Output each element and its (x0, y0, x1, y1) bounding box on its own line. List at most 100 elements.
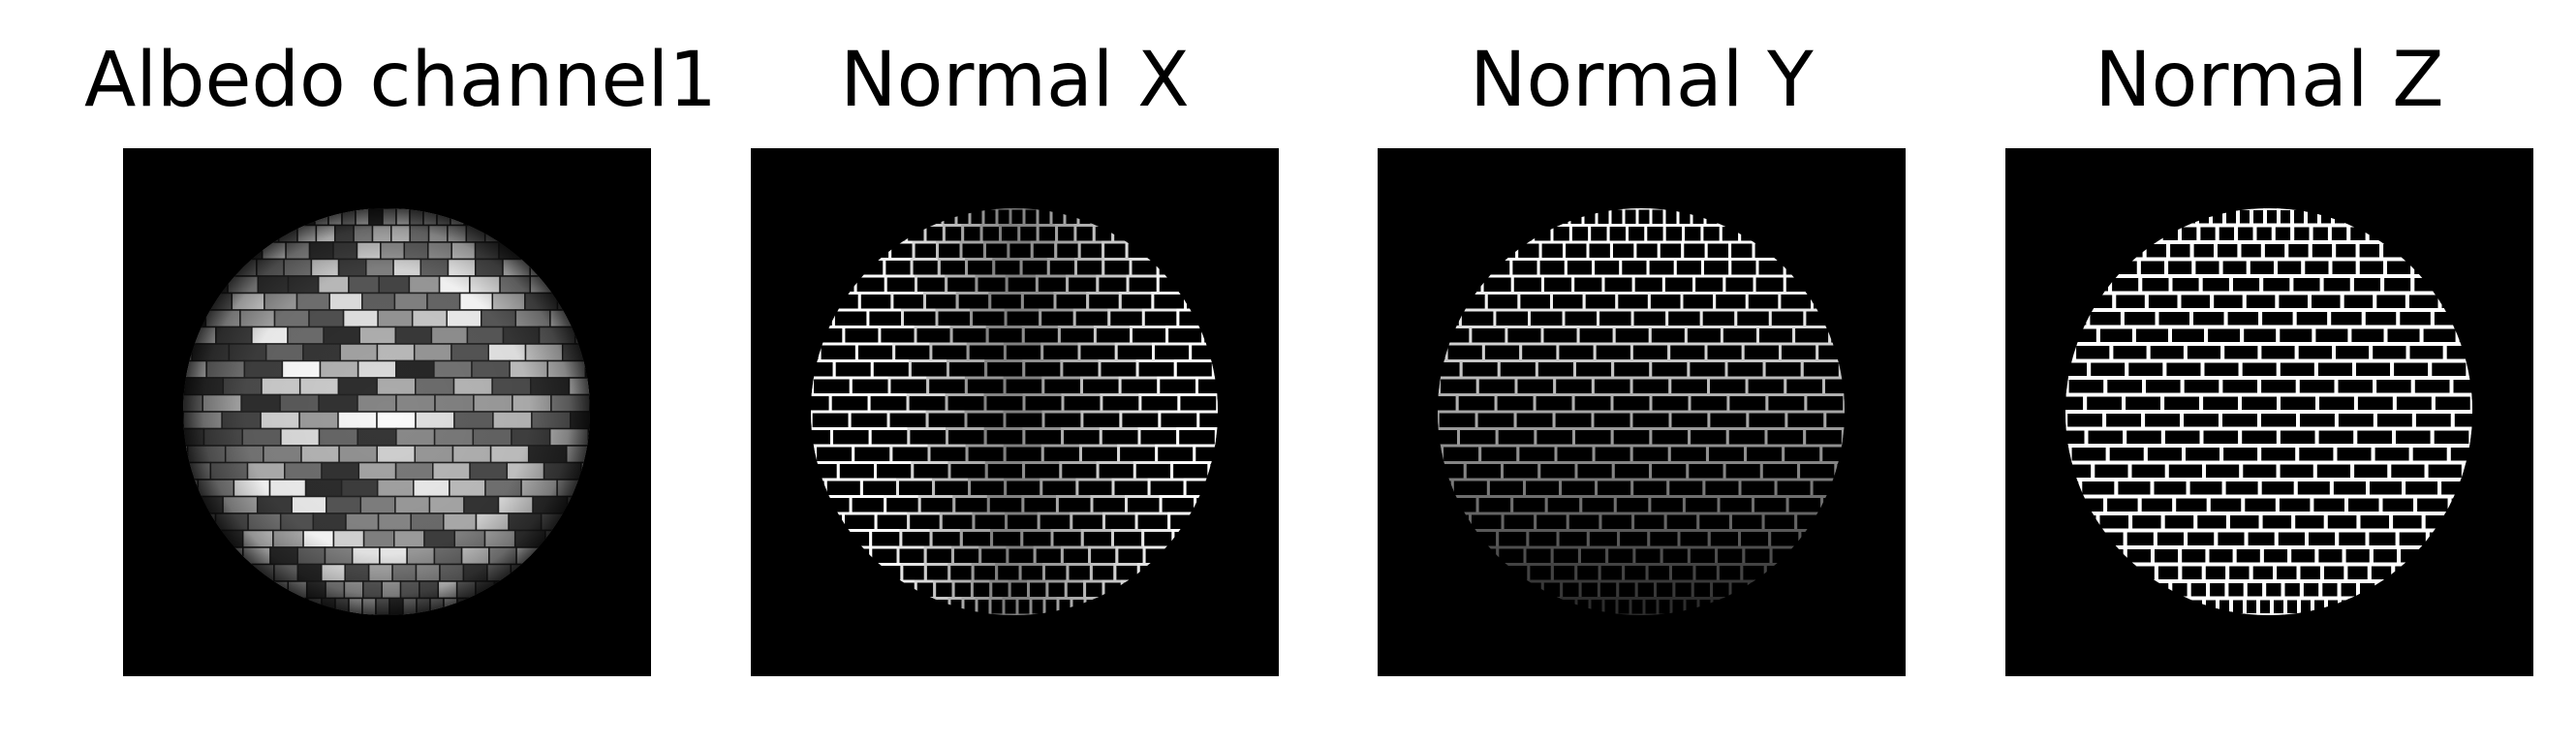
brick (2384, 223, 2407, 244)
brick (1740, 563, 1767, 583)
brick (1438, 292, 1456, 312)
brick (968, 208, 985, 227)
brick (2293, 478, 2334, 499)
brick (1866, 327, 1902, 345)
brick (1117, 444, 1159, 464)
brick (961, 597, 978, 615)
brick (1616, 579, 1638, 600)
brick (936, 240, 963, 261)
brick (2367, 562, 2396, 583)
brick (589, 292, 590, 311)
brick (2310, 494, 2348, 515)
brick (2178, 223, 2201, 244)
brick (1629, 376, 1672, 396)
brick (2072, 342, 2114, 363)
brick (2276, 325, 2316, 346)
brick (1201, 326, 1218, 346)
brick (2065, 274, 2082, 295)
brick (2168, 325, 2209, 346)
brick (1752, 495, 1789, 515)
brick (1046, 258, 1077, 278)
brick (1151, 292, 1187, 312)
brick (971, 563, 999, 583)
brick (2494, 327, 2529, 345)
brick (941, 208, 958, 227)
brick (753, 395, 791, 413)
brick (1070, 597, 1087, 615)
brick (2084, 426, 2127, 448)
brick (2365, 528, 2400, 549)
brick (935, 308, 974, 328)
brick (1686, 461, 1726, 481)
brick (1615, 292, 1651, 312)
brick (1765, 393, 1808, 414)
brick (1837, 308, 1845, 328)
brick (1691, 579, 1714, 600)
brick (966, 342, 1007, 362)
brick (1820, 495, 1845, 515)
brick (1438, 308, 1462, 328)
brick (1054, 240, 1081, 261)
brick (952, 495, 990, 515)
brick (2236, 208, 2253, 228)
brick (1782, 444, 1823, 464)
brick (1183, 478, 1218, 498)
brick (1516, 444, 1558, 464)
brick (1828, 529, 1845, 549)
brick (811, 444, 818, 464)
brick (2346, 223, 2370, 244)
brick (1785, 410, 1827, 430)
brick (2397, 545, 2429, 567)
brick (1541, 274, 1575, 295)
brick (1079, 444, 1121, 464)
brick (1586, 240, 1613, 261)
brick (2065, 426, 2089, 448)
brick (1041, 410, 1084, 430)
brick (2234, 223, 2257, 244)
brick (759, 361, 796, 379)
brick (2410, 257, 2442, 278)
brick (2252, 223, 2276, 244)
brick (607, 378, 646, 395)
brick (1843, 393, 1845, 414)
brick (1438, 478, 1454, 498)
brick (946, 427, 987, 448)
brick (811, 326, 846, 346)
brick (1195, 376, 1218, 396)
brick (2356, 579, 2379, 601)
brick (2091, 460, 2132, 481)
brick (1378, 412, 1399, 429)
brick (1591, 410, 1633, 430)
brick (2403, 240, 2431, 262)
brick (2123, 426, 2165, 448)
brick (1381, 429, 1420, 447)
brick (1066, 274, 1100, 295)
brick (1072, 308, 1111, 328)
brick (1787, 563, 1815, 583)
brick (2103, 494, 2142, 515)
brick (2244, 528, 2279, 549)
brick (2144, 291, 2182, 312)
brick (1540, 579, 1564, 600)
brick (1378, 344, 1410, 361)
brick (1610, 393, 1653, 414)
brick (2297, 596, 2314, 615)
brick (2390, 358, 2433, 380)
brick (2442, 342, 2472, 363)
brick (2065, 410, 2068, 431)
brick (2263, 208, 2281, 228)
brick (983, 240, 1010, 261)
brick (1468, 240, 1495, 261)
brick (959, 240, 986, 261)
brick (868, 427, 911, 448)
brick (2086, 308, 2125, 329)
brick (2456, 528, 2472, 549)
brick (2065, 460, 2095, 481)
brick (2237, 240, 2265, 262)
brick (933, 579, 955, 600)
brick (1574, 563, 1601, 583)
brick (1752, 240, 1780, 261)
brick (1783, 258, 1814, 278)
brick (2114, 478, 2155, 499)
brick (988, 292, 1024, 312)
